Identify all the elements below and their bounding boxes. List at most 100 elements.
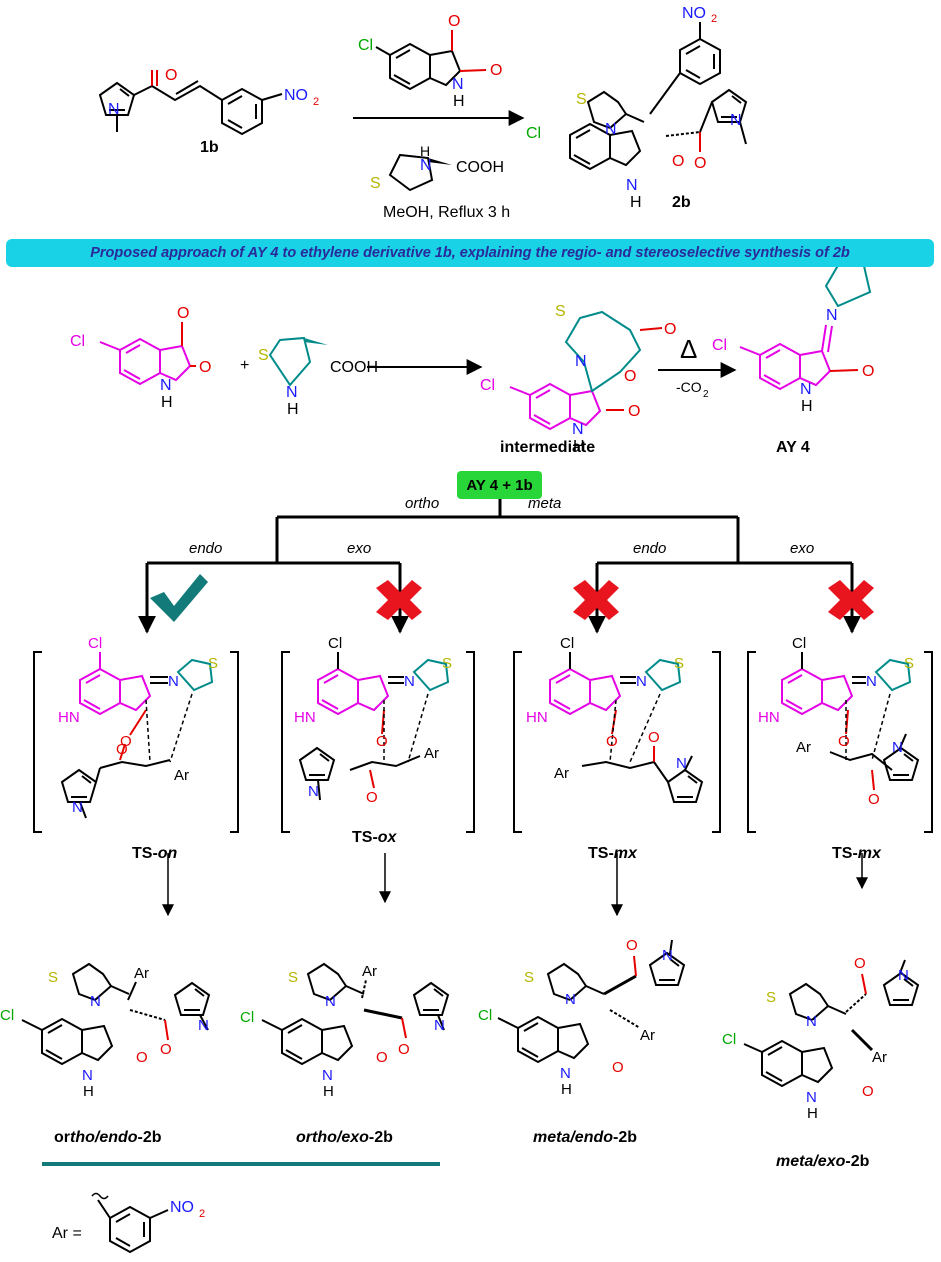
root-reactants-label: AY 4 + 1b xyxy=(466,476,533,494)
atom-ar: Ar xyxy=(134,965,149,982)
reaction-conditions: MeOH, Reflux 3 h xyxy=(383,204,510,221)
atom-ar: Ar xyxy=(174,767,189,784)
atom-s: S xyxy=(258,347,269,364)
atom-n: N xyxy=(800,381,812,398)
atom-o: O xyxy=(376,733,388,750)
product-caption-meta-endo: meta/endo-2b xyxy=(533,1129,637,1146)
exo-label: exo xyxy=(790,540,814,557)
heat-symbol: Δ xyxy=(680,334,697,364)
atom-h: H xyxy=(801,398,813,415)
atom-n: N xyxy=(82,1067,93,1084)
thiazolidine-acid-start xyxy=(268,336,328,387)
atom-o: O xyxy=(868,791,880,808)
atom-s: S xyxy=(904,655,914,672)
atom-cl: Cl xyxy=(712,337,727,354)
co2-loss: -CO xyxy=(676,379,702,395)
atom-no2: NO xyxy=(284,87,308,104)
selectivity-tree xyxy=(138,499,861,634)
atom-n: N xyxy=(452,76,464,93)
atom-ar: Ar xyxy=(362,963,377,980)
atom-n: N xyxy=(325,993,336,1010)
ts-label-on: TS-on xyxy=(132,845,178,862)
atom-s: S xyxy=(48,969,58,986)
atom-n: N xyxy=(286,384,298,401)
ylide-label: AY 4 xyxy=(776,439,810,456)
atom-h: H xyxy=(420,143,430,159)
root-reactants-box: AY 4 + 1b xyxy=(457,471,542,499)
cross-mark-icon xyxy=(376,580,422,620)
atom-h: H xyxy=(573,438,585,455)
atom-h: H xyxy=(161,394,173,411)
atom-n: N xyxy=(892,739,903,756)
atom-n: N xyxy=(420,157,432,174)
azomethine-ylide-ay4 xyxy=(739,260,872,390)
legend-ar-equals: Ar = xyxy=(52,1225,82,1242)
atom-o: O xyxy=(862,363,874,380)
legend-no2: NO xyxy=(170,1199,194,1216)
ts-mx-structure-1 xyxy=(549,652,703,803)
atom-n: N xyxy=(434,1017,445,1034)
atom-cl: Cl xyxy=(88,635,102,652)
product-label: 2b xyxy=(672,194,691,211)
atom-no2: NO xyxy=(682,5,706,22)
atom-o: O xyxy=(628,403,640,420)
atom-no2-sub: 2 xyxy=(711,13,717,25)
cross-mark-icon xyxy=(573,580,619,620)
atom-o: O xyxy=(116,741,128,758)
thiazolidine-acid-reagent xyxy=(388,153,452,192)
atom-o: O xyxy=(136,1049,148,1066)
isatin-start xyxy=(99,322,196,385)
atom-h: H xyxy=(323,1083,334,1100)
co2-loss-sub: 2 xyxy=(703,389,709,400)
atom-n: N xyxy=(198,1017,209,1034)
atom-o: O xyxy=(626,937,638,954)
atom-h: H xyxy=(807,1105,818,1122)
atom-n: N xyxy=(160,377,172,394)
product-meta-exo xyxy=(743,959,919,1087)
atom-n: N xyxy=(636,673,647,690)
branch-meta-label: meta xyxy=(528,495,561,512)
atom-o: O xyxy=(854,955,866,972)
atom-o: O xyxy=(160,1041,172,1058)
atom-n: N xyxy=(308,783,319,800)
atom-cl: Cl xyxy=(70,333,85,350)
atom-no2-sub: 2 xyxy=(313,96,319,108)
atom-hn: HN xyxy=(758,709,780,726)
atom-n: N xyxy=(898,967,909,984)
oxazolidinone-intermediate xyxy=(509,310,663,430)
product-2b xyxy=(569,22,747,170)
atom-ar: Ar xyxy=(872,1049,887,1066)
intermediate-label: intermediate xyxy=(500,439,595,456)
atom-o: O xyxy=(664,321,676,338)
atom-n: N xyxy=(108,101,120,118)
atom-cl: Cl xyxy=(0,1007,14,1024)
ts-mx-structure-2 xyxy=(781,652,919,791)
atom-h: H xyxy=(83,1083,94,1100)
atom-o: O xyxy=(862,1083,874,1100)
atom-o: O xyxy=(120,733,132,750)
atom-n: N xyxy=(626,177,638,194)
atom-o: O xyxy=(199,359,211,376)
branch-ortho-label: ortho xyxy=(405,495,439,512)
ts-on-structure xyxy=(61,652,213,819)
atom-n: N xyxy=(565,991,576,1008)
atom-n: N xyxy=(572,421,584,438)
atom-cl: Cl xyxy=(560,635,574,652)
atom-n: N xyxy=(676,755,687,772)
cross-mark-icon xyxy=(828,580,874,620)
atom-n: N xyxy=(806,1013,817,1030)
atom-n: N xyxy=(866,673,877,690)
atom-s: S xyxy=(442,655,452,672)
atom-o: O xyxy=(624,368,636,385)
atom-cl: Cl xyxy=(478,1007,492,1024)
atom-h: H xyxy=(453,93,465,110)
product-caption-ortho-endo: ortho/endo-2b xyxy=(54,1129,162,1146)
ts-label-mx: TS-mx xyxy=(832,845,882,862)
atom-o: O xyxy=(376,1049,388,1066)
atom-o: O xyxy=(490,62,502,79)
check-mark-icon xyxy=(150,574,208,622)
atom-cl: Cl xyxy=(358,37,373,54)
acid-label: COOH xyxy=(330,359,378,376)
atom-o: O xyxy=(606,733,618,750)
